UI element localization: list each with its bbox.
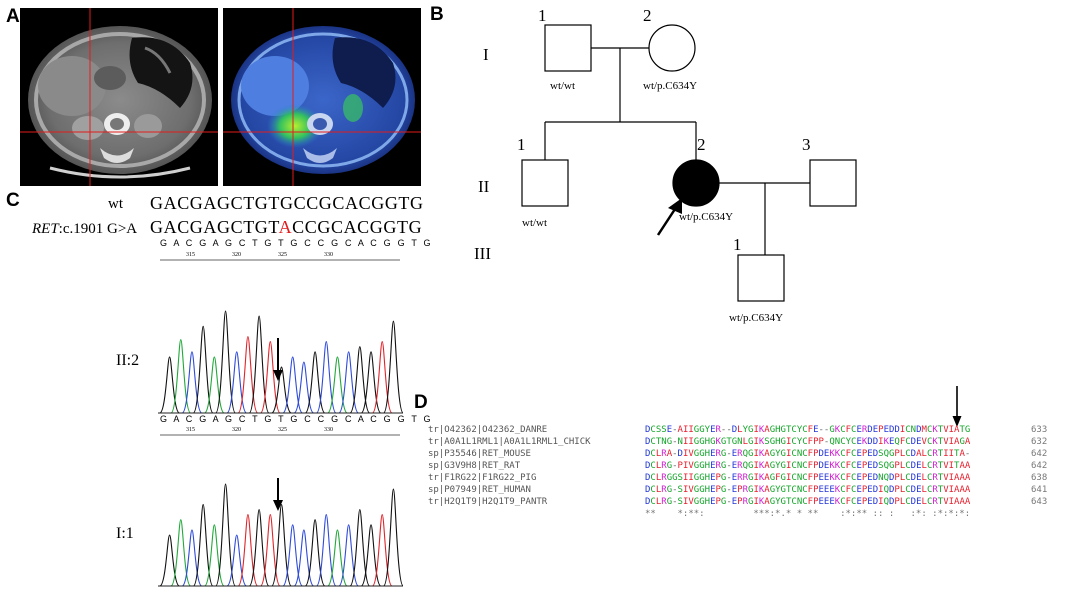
base-call-row-bottom: G A C G A G C T G T G C C G C A C G G T … (160, 414, 433, 424)
ruler-bottom-tick-330: 330 (324, 427, 333, 433)
alignment-row-name: tr|O42362|O42362_DANRE (428, 425, 548, 435)
ruler-top-tick-330: 330 (324, 252, 333, 258)
panel-label-b: B (430, 4, 444, 25)
wt-sequence: GACGAGCTGTGCCGCACGGTG (150, 193, 424, 213)
trace-peak (383, 320, 403, 414)
alignment-row-sequence: DCLRGGSIIGGHEPG-ERRGIKAGFGICNCFPEEKKCFCE… (645, 473, 971, 483)
arrow-icon-i1 (273, 478, 283, 511)
alignment-row-name: sp|P35546|RET_MOUSE (428, 449, 531, 459)
trace-label-i1: I:1 (116, 525, 134, 542)
base-call-row-top: G A C G A G C T G T G C C G C A C G G T … (160, 238, 433, 248)
generation-label-iii: III (474, 244, 491, 263)
trace-peak (282, 356, 304, 414)
alignment-row-end: 641 (1031, 485, 1048, 495)
trace-peak (259, 341, 281, 414)
alignment-row-name: tr|F1RG22|F1RG22_PIG (428, 473, 537, 483)
pedigree-i2-number: 2 (643, 6, 652, 25)
alignment-row-end: 632 (1031, 437, 1048, 447)
pedigree-ii3-number: 3 (802, 135, 811, 154)
mutant-sequence: GACGAGCTGTACCGCACGGTG (150, 217, 423, 237)
mutation-label: RET:c.1901 G>A (32, 221, 138, 237)
pedigree-ii1-symbol (521, 159, 569, 207)
pedigree-ii3-symbol (809, 159, 857, 207)
pedigree-i1-symbol (544, 24, 592, 72)
trace-peak (192, 503, 214, 587)
panel-label-c: C (6, 190, 20, 211)
trace-peak (349, 508, 371, 587)
trace-peak (315, 341, 337, 414)
panel-label-d: D (414, 392, 428, 413)
pedigree-ii2-number: 2 (697, 135, 706, 154)
alignment-positions: 633 632 642 642 638 641 643 (1031, 424, 1047, 508)
panel-label-a: A (6, 6, 20, 27)
alignment-row-end: 642 (1031, 461, 1048, 471)
ruler-top (160, 259, 400, 261)
chromatogram-i1 (158, 483, 403, 587)
ruler-bottom-tick-325: 325 (278, 427, 287, 433)
alignment-consensus: ** *:**: ***:*.* * ** :*:** :: : :*: :*:… (645, 509, 971, 519)
ruler-bottom-tick-315: 315 (186, 427, 195, 433)
alignment-row-end: 642 (1031, 449, 1048, 459)
wt-label: wt (108, 196, 123, 212)
trace-peak (338, 351, 360, 414)
alignment-row-sequence: DCSSE-AIIGGYER--DLYGIKAGHGTCYCFE--GKCFCE… (645, 425, 971, 435)
alignment-row-sequence: DCLRA-DIVGGHERG-ERQGIKAGYGICNCFPDEKKCFCE… (645, 449, 971, 459)
mutant-base: A (278, 217, 293, 237)
trace-peak (215, 310, 236, 414)
pedigree-ii2-genotype: wt/p.C634Y (679, 211, 734, 223)
alignment-row-sequence: DCLRG-SIVGGHEPG-EPRGIKAGYGTCNCFPEEEKCFCE… (645, 485, 971, 495)
chromatogram-ii2 (158, 310, 403, 414)
alignment-row-name: tr|A0A1L1RML1|A0A1L1RML1_CHICK (428, 437, 591, 447)
alignment-row-sequence: DCTNG-NIIGGHGKGTGNLGIKSGHGICYCFPP-QNCYCE… (645, 437, 971, 447)
alignment-row-sequence: DCLRG-PIVGGHERG-ERQGIKAGYGICNCFPDEKKCFCE… (645, 461, 971, 471)
pedigree-ii1-number: 1 (517, 135, 526, 154)
trace-peak (170, 339, 192, 414)
ruler-bottom-tick-320: 320 (232, 427, 241, 433)
alignment-row-name: tr|H2Q1T9|H2Q1T9_PANTR (428, 497, 548, 507)
alignment-row-end: 638 (1031, 473, 1048, 483)
generation-label-ii: II (478, 177, 490, 196)
trace-peak (315, 514, 337, 587)
ruler-top-tick-315: 315 (186, 252, 195, 258)
pet-ct-image (223, 8, 421, 186)
trace-peak (203, 356, 225, 414)
generation-label-i: I (483, 45, 489, 64)
pedigree-iii1-symbol (737, 254, 785, 302)
trace-label-ii2: II:2 (116, 352, 140, 369)
pedigree-i2-genotype: wt/p.C634Y (643, 80, 698, 92)
trace-peak (237, 514, 259, 587)
pedigree-chart (521, 24, 857, 302)
proband-arrow-icon (656, 205, 679, 236)
pedigree-ii2-symbol (672, 159, 720, 207)
pedigree-iii1-number: 1 (733, 235, 742, 254)
trace-peak (215, 483, 236, 587)
trace-peak (248, 315, 270, 414)
trace-peak (203, 524, 225, 587)
trace-peak (248, 508, 270, 587)
trace-peak (170, 519, 192, 587)
alignment-row-name: sp|G3V9H8|RET_RAT (428, 461, 521, 471)
trace-peak (304, 519, 326, 587)
trace-peak (192, 325, 214, 414)
pedigree-i2-symbol (648, 24, 696, 72)
alignment-sequences: DCSSE-AIIGGYER--DLYGIKAGHGTCYCFE--GKCFCE… (645, 424, 970, 508)
arrow-icon-ii2 (273, 338, 283, 381)
pedigree-ii1-genotype: wt/wt (522, 217, 548, 229)
trace-peak (383, 488, 403, 587)
ct-image (20, 8, 218, 186)
alignment-names: tr|O42362|O42362_DANRE tr|A0A1L1RML1|A0A1… (428, 424, 591, 508)
ruler-top-tick-320: 320 (232, 252, 241, 258)
pedigree-iii1-genotype: wt/p.C634Y (729, 312, 784, 324)
alignment-arrow-icon (952, 386, 962, 427)
pedigree-i1-number: 1 (538, 6, 547, 25)
ruler-bottom (160, 434, 400, 436)
alignment-row-name: sp|P07949|RET_HUMAN (428, 485, 531, 495)
ruler-top-tick-325: 325 (278, 252, 287, 258)
trace-peak (271, 503, 292, 587)
alignment-row-end: 633 (1031, 425, 1048, 435)
trace-peak (349, 346, 371, 414)
pedigree-i1-genotype: wt/wt (550, 80, 576, 92)
alignment-row-end: 643 (1031, 497, 1048, 507)
alignment-row-sequence: DCLRG-SIVGGHEPG-EPRGIKAGYGTCNCFPEEEKCFCE… (645, 497, 971, 507)
